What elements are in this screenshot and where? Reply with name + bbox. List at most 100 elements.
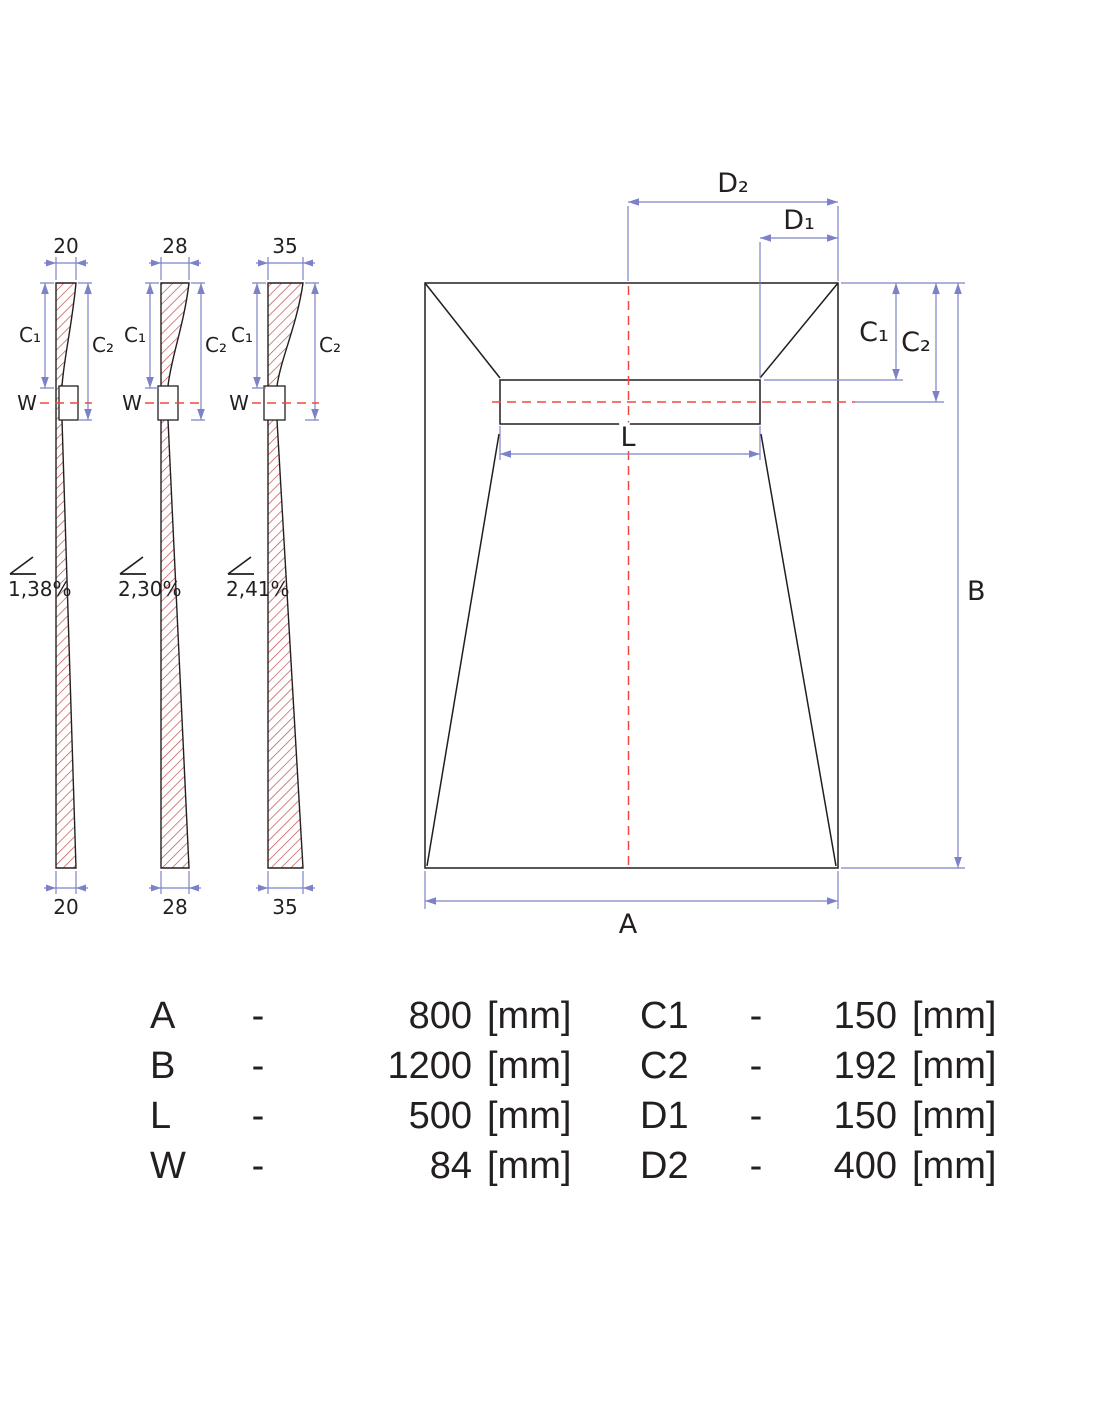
extension-lines <box>160 871 190 894</box>
w-label: W <box>229 391 249 415</box>
table-cell-sep: - <box>252 1095 265 1137</box>
c2-dimension: C₂ <box>305 282 341 421</box>
table-cell-letter: B <box>150 1045 175 1087</box>
dimension-table: A - 800 [mm] B - 1200 [mm] L - 500 [mm] … <box>150 995 996 1187</box>
slope-annotation: 1,38% <box>8 556 72 601</box>
extension-lines <box>267 871 304 894</box>
table-cell-unit: [mm] <box>487 995 571 1037</box>
table-cell-letter: D2 <box>640 1145 689 1187</box>
slope-label: 2,41% <box>226 577 290 601</box>
bottom-width-dimension: 28 <box>149 871 201 919</box>
extension-lines <box>55 257 77 280</box>
arrowhead <box>258 884 268 892</box>
top-width-dimension: 28 <box>149 234 201 280</box>
slope-icon <box>9 556 36 575</box>
arrowhead <box>46 884 56 892</box>
c2-dimension: C₂ <box>191 282 227 421</box>
table-cell-value: 800 <box>409 995 472 1037</box>
dim-d2: D₂ <box>627 168 839 281</box>
bottom-width-dimension: 20 <box>44 871 88 919</box>
c2-label: C₂ <box>205 333 227 357</box>
extension-lines <box>424 871 839 909</box>
c2-label: C₂ <box>92 333 114 357</box>
table-cell-value: 150 <box>834 995 897 1037</box>
dim-d1: D₁ <box>759 205 838 378</box>
table-cell-letter: W <box>150 1145 186 1187</box>
c1-label: C₁ <box>231 323 253 347</box>
arrowhead <box>76 884 86 892</box>
profile-section-1: 20 C₁ C₂ W 1,38% 20 <box>8 234 114 919</box>
c2-label: C₂ <box>319 333 341 357</box>
axis-centerlines <box>492 286 855 865</box>
top-width-dimension: 20 <box>44 234 88 280</box>
c1-label: C₁ <box>859 317 889 348</box>
top-width-label: 20 <box>53 234 78 258</box>
arrowhead <box>189 259 199 267</box>
extension-lines <box>627 206 839 281</box>
table-cell-unit: [mm] <box>487 1145 571 1187</box>
dim-c2: C₂ <box>855 283 944 403</box>
slope-label: 2,30% <box>118 577 182 601</box>
table-cell-letter: D1 <box>640 1095 689 1137</box>
extension-lines <box>267 257 304 280</box>
extension-lines <box>145 282 159 389</box>
profile-section-2: 28 C₁ C₂ W 2,30% 28 <box>118 234 227 919</box>
table-cell-unit: [mm] <box>912 1045 996 1087</box>
top-width-dimension: 35 <box>256 234 315 280</box>
b-label: B <box>967 576 986 607</box>
profile-body <box>55 282 77 869</box>
arrowhead <box>258 259 268 267</box>
profile-body <box>160 282 190 869</box>
tray-outline <box>424 282 839 869</box>
table-cell-letter: C2 <box>640 1045 689 1087</box>
d2-label: D₂ <box>717 168 749 199</box>
table-cell-sep: - <box>750 1145 763 1187</box>
c1-label: C₁ <box>124 323 146 347</box>
arrowhead <box>46 259 56 267</box>
a-label: A <box>619 909 638 940</box>
c1-label: C₁ <box>19 323 41 347</box>
slope-icon <box>227 556 254 575</box>
slope-icon <box>119 556 146 575</box>
profile-body <box>267 282 304 869</box>
table-cell-value: 500 <box>409 1095 472 1137</box>
d1-label: D₁ <box>783 205 815 236</box>
dim-a: A <box>424 871 839 940</box>
dim-b: B <box>841 283 986 869</box>
extension-lines <box>55 871 77 894</box>
profile-section-3: 35 C₁ C₂ W 2,41% 35 <box>226 234 341 919</box>
slope-annotation: 2,30% <box>118 556 182 601</box>
arrowhead <box>303 259 313 267</box>
table-cell-letter: C1 <box>640 995 689 1037</box>
bottom-width-label: 20 <box>53 895 78 919</box>
slope-label: 1,38% <box>8 577 72 601</box>
table-cell-value: 192 <box>834 1045 897 1087</box>
c2-label: C₂ <box>901 327 931 358</box>
table-cell-sep: - <box>750 1095 763 1137</box>
table-cell-letter: A <box>150 995 176 1037</box>
bottom-width-label: 28 <box>162 895 187 919</box>
extension-lines <box>40 282 54 389</box>
extension-lines <box>305 282 319 421</box>
dim-l: L <box>499 418 761 460</box>
w-label: W <box>17 391 37 415</box>
table-cell-value: 84 <box>430 1145 472 1187</box>
c1-dimension: C₁ <box>231 282 266 389</box>
slope-fold-lines <box>424 282 839 867</box>
table-cell-sep: - <box>750 1045 763 1087</box>
table-cell-value: 400 <box>834 1145 897 1187</box>
table-cell-value: 1200 <box>387 1045 472 1087</box>
bottom-width-label: 35 <box>272 895 297 919</box>
table-cell-unit: [mm] <box>487 1095 571 1137</box>
l-label: L <box>620 422 635 453</box>
arrowhead <box>303 884 313 892</box>
c2-dimension: C₂ <box>78 282 114 421</box>
table-cell-unit: [mm] <box>487 1045 571 1087</box>
table-cell-unit: [mm] <box>912 995 996 1037</box>
dim-c1: C₁ <box>764 283 903 381</box>
c1-dimension: C₁ <box>19 282 54 389</box>
c1-dimension: C₁ <box>124 282 159 389</box>
bottom-width-dimension: 35 <box>256 871 315 919</box>
extension-lines <box>191 282 205 421</box>
